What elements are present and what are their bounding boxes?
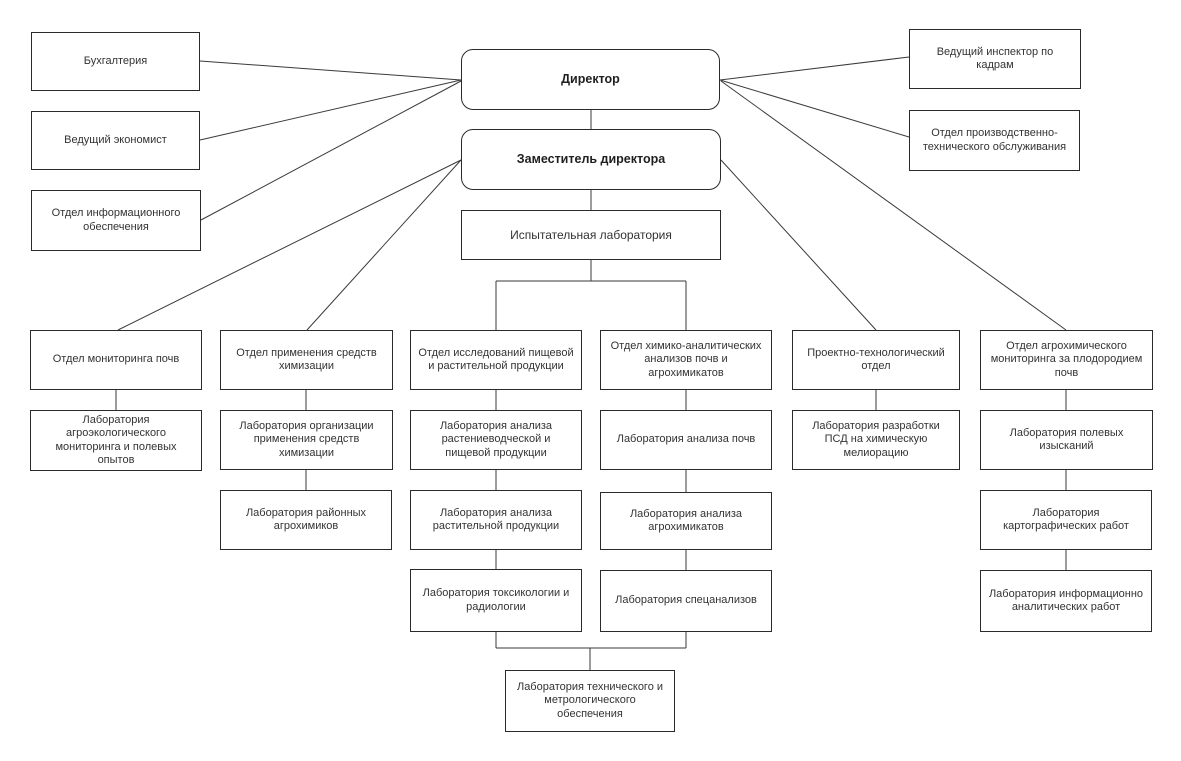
lab-agrochemicals-analysis: Лаборатория анализа агрохимикатов bbox=[600, 492, 772, 550]
lab-district-agrochemists: Лаборатория районных агрохимиков bbox=[220, 490, 392, 550]
node-testing-lab: Испытательная лаборатория bbox=[461, 210, 721, 260]
lab-field-surveys: Лаборатория полевых изысканий bbox=[980, 410, 1153, 470]
lab-toxicology-radiology: Лаборатория токсикологии и радиологии bbox=[410, 569, 582, 632]
node-hr-inspector: Ведущий инспектор по кадрам bbox=[909, 29, 1081, 89]
node-food-plant-research-dept: Отдел исследований пищевой и растительно… bbox=[410, 330, 582, 390]
node-accounting: Бухгалтерия bbox=[31, 32, 200, 91]
node-soil-monitoring-dept: Отдел мониторинга почв bbox=[30, 330, 202, 390]
node-info-support-dept: Отдел информационного обеспечения bbox=[31, 190, 201, 251]
lab-soil-analysis: Лаборатория анализа почв bbox=[600, 410, 772, 470]
node-agrochemical-monitoring-dept: Отдел агрохимического мониторинга за пло… bbox=[980, 330, 1153, 390]
lab-special-analysis: Лаборатория спецанализов bbox=[600, 570, 772, 632]
node-design-technology-dept: Проектно-технологический отдел bbox=[792, 330, 960, 390]
node-production-service-dept: Отдел производственно-технического обслу… bbox=[909, 110, 1080, 171]
lab-chemization-organization: Лаборатория организации применения средс… bbox=[220, 410, 393, 470]
lab-crop-food-analysis: Лаборатория анализа растениеводческой и … bbox=[410, 410, 582, 470]
lab-agroecological-monitoring: Лаборатория агроэкологического мониторин… bbox=[30, 410, 202, 471]
node-director: Директор bbox=[461, 49, 720, 110]
lab-psd-chemical-melioration: Лаборатория разработки ПСД на химическую… bbox=[792, 410, 960, 470]
node-deputy-director: Заместитель директора bbox=[461, 129, 721, 190]
node-lead-economist: Ведущий экономист bbox=[31, 111, 200, 170]
lab-plant-products-analysis: Лаборатория анализа растительной продукц… bbox=[410, 490, 582, 550]
lab-information-analytics: Лаборатория информационно аналитических … bbox=[980, 570, 1152, 632]
lab-technical-metrological-support: Лаборатория технического и метрологическ… bbox=[505, 670, 675, 732]
lab-cartographic-works: Лаборатория картографических работ bbox=[980, 490, 1152, 550]
node-chemical-analysis-dept: Отдел химико-аналитических анализов почв… bbox=[600, 330, 772, 390]
node-chemization-dept: Отдел применения средств химизации bbox=[220, 330, 393, 390]
